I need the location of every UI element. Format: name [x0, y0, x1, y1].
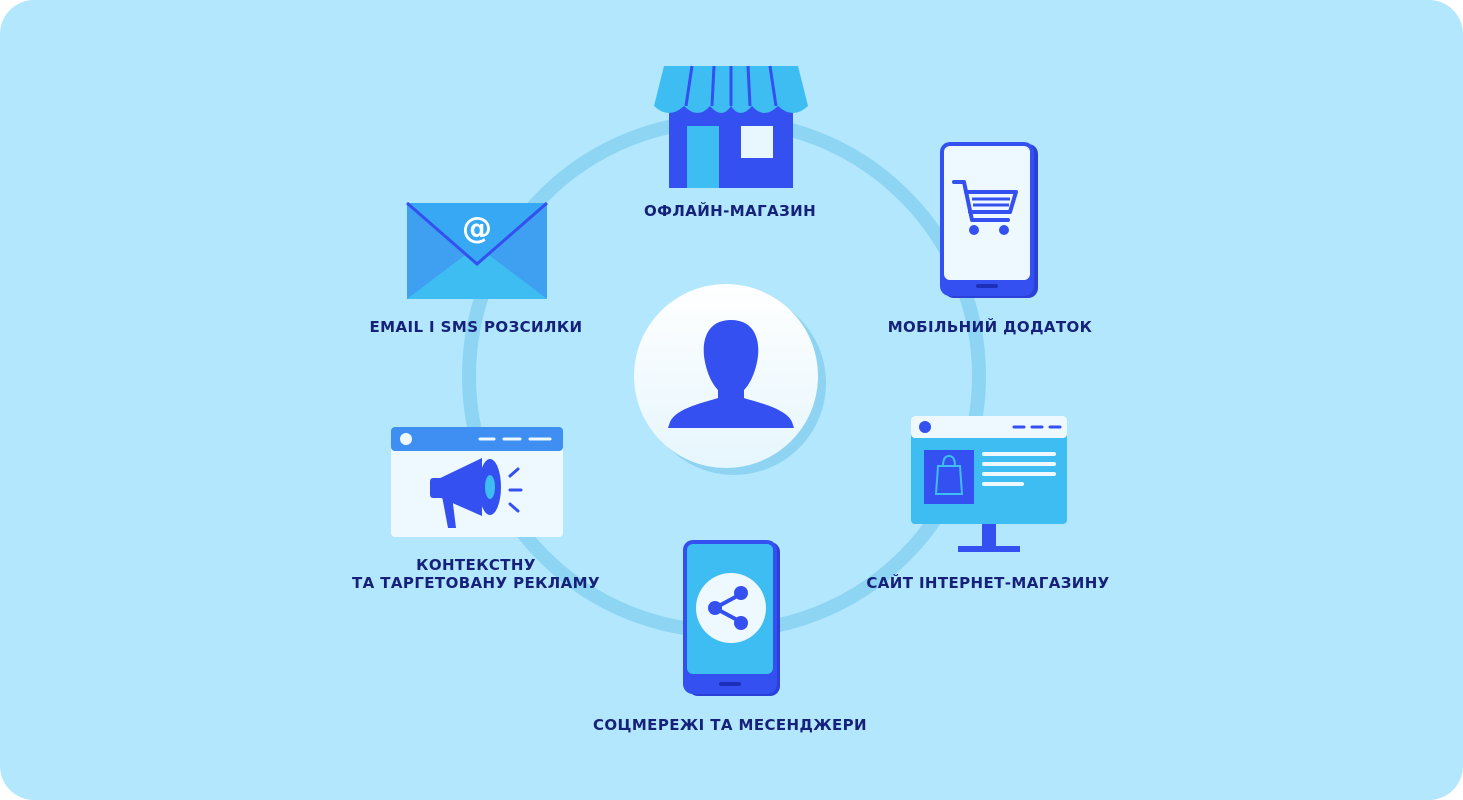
storefront-icon [654, 65, 808, 188]
label-social: СОЦМЕРЕЖІ ТА МЕСЕНДЖЕРИ [592, 716, 867, 734]
center-avatar [634, 284, 818, 468]
megaphone-browser-icon [391, 427, 563, 537]
label-mobile-app: МОБІЛЬНИЙ ДОДАТОК [887, 318, 1093, 336]
label-email-sms: EMAIL І SMS РОЗСИЛКИ [369, 318, 583, 336]
user-silhouette-icon [668, 320, 794, 428]
label-ads-line1: КОНТЕКСТНУ [416, 556, 536, 574]
svg-text:@: @ [462, 211, 492, 246]
phone-cart-icon [940, 142, 1038, 298]
envelope-at-icon: @ [406, 202, 548, 299]
label-ads-line2: ТА ТАРГЕТОВАНУ РЕКЛАМУ [352, 574, 600, 592]
phone-share-icon [683, 540, 780, 696]
label-website: САЙТ ІНТЕРНЕТ-МАГАЗИНУ [866, 574, 1110, 592]
monitor-shop-icon [911, 416, 1067, 552]
label-offline-store: ОФЛАЙН-МАГАЗИН [643, 202, 817, 220]
